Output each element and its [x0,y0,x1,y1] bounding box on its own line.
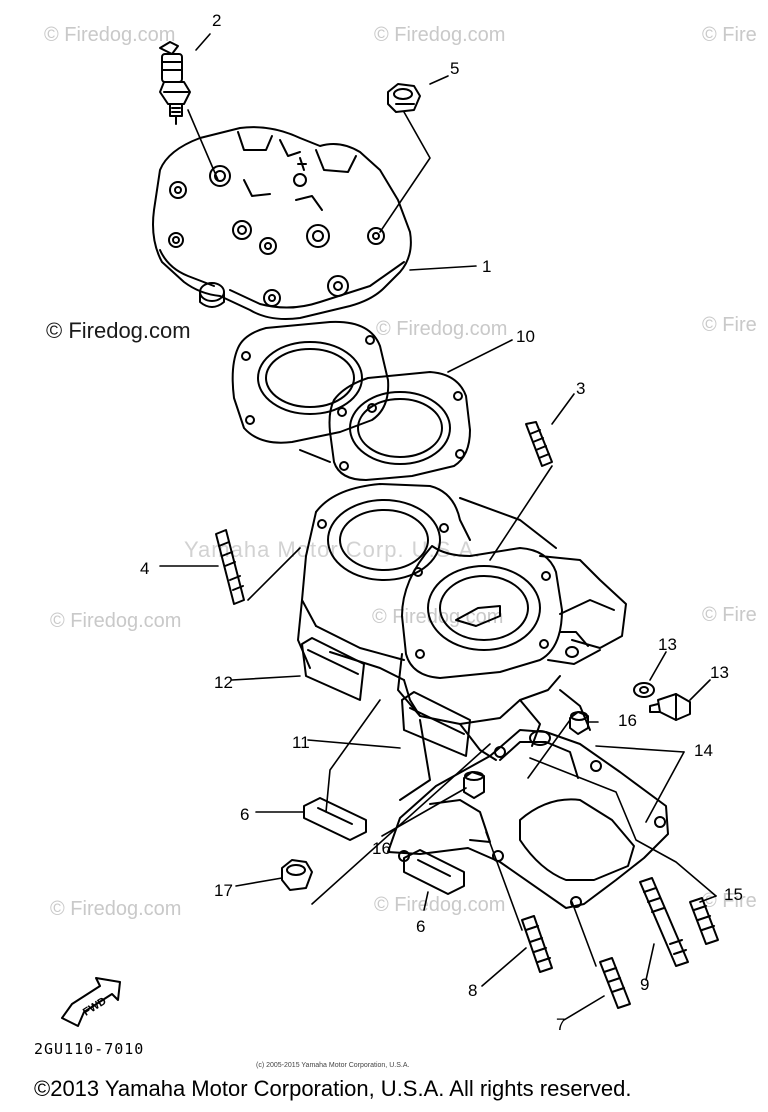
callout-6b: 6 [416,917,425,936]
flange-6a [303,797,367,841]
dowel-16b [463,771,485,799]
washer-11 [633,682,655,698]
exhaust-gasket-8 [401,691,471,757]
stud-4 [215,529,245,605]
watermark-firedog-3: © Fire [702,24,757,46]
base-gasket [387,729,669,909]
watermark-firedog-5: © Fire [702,314,757,336]
watermark-firedog-2: © Firedog.com [374,24,506,46]
stud-13a [689,897,719,945]
watermark-firedog-dark: © Firedog.com [46,318,191,343]
callout-15: 9 [640,975,649,994]
cylinder [297,483,627,801]
callout-1: 1 [482,257,491,276]
flange-6b [403,849,465,895]
callout-5: 5 [450,59,459,78]
stud-3 [525,421,553,467]
callout-17: 17 [214,881,233,900]
head-nut [387,83,421,113]
exhaust-gasket-9 [301,637,365,701]
dowel-16a [569,711,589,735]
callout-16b: 16 [372,839,391,858]
watermark-firedog-4: © Firedog.com [376,318,508,340]
small-credit: (c) 2005-2015 Yamaha Motor Corporation, … [256,1062,410,1069]
callout-3: 3 [576,379,585,398]
nut-17 [281,859,313,891]
stud-14 [521,915,553,973]
callout-13b: 7 [556,1015,565,1034]
leader-lines [159,33,717,1021]
callout-4: 4 [140,559,149,578]
callout-labels: 2 5 1 10 3 4 12 11 6 16 17 6 13 13 16 14… [81,11,743,1034]
fwd-arrow [61,977,121,1027]
spark-plug [159,41,191,125]
callout-6a: 6 [240,805,249,824]
watermark-firedog-8: © Fire [702,604,757,626]
callout-7: 10 [516,327,535,346]
stud-15 [639,877,689,967]
watermark-firedog-10: © Firedog.com [374,894,506,916]
watermark-firedog-6: © Firedog.com [50,610,182,632]
diagram-code: 2GU110-7010 [34,1040,145,1058]
callout-16a: 16 [618,711,637,730]
callout-9: 12 [214,673,233,692]
callout-10: 13 [710,663,729,682]
head-gasket [231,320,471,481]
cylinder-head [152,126,412,320]
callout-11: 13 [658,635,677,654]
copyright-footer: ©2013 Yamaha Motor Corporation, U.S.A. A… [34,1076,632,1101]
bolt-10 [649,693,691,721]
callout-12: 14 [694,741,713,760]
stud-13b [599,957,631,1009]
watermark-firedog-9: © Firedog.com [50,898,182,920]
callout-13a: 15 [724,885,743,904]
callout-8: 11 [292,733,310,752]
watermark-firedog-1: © Firedog.com [44,24,176,46]
callout-14: 8 [468,981,477,1000]
callout-2: 2 [212,11,221,30]
